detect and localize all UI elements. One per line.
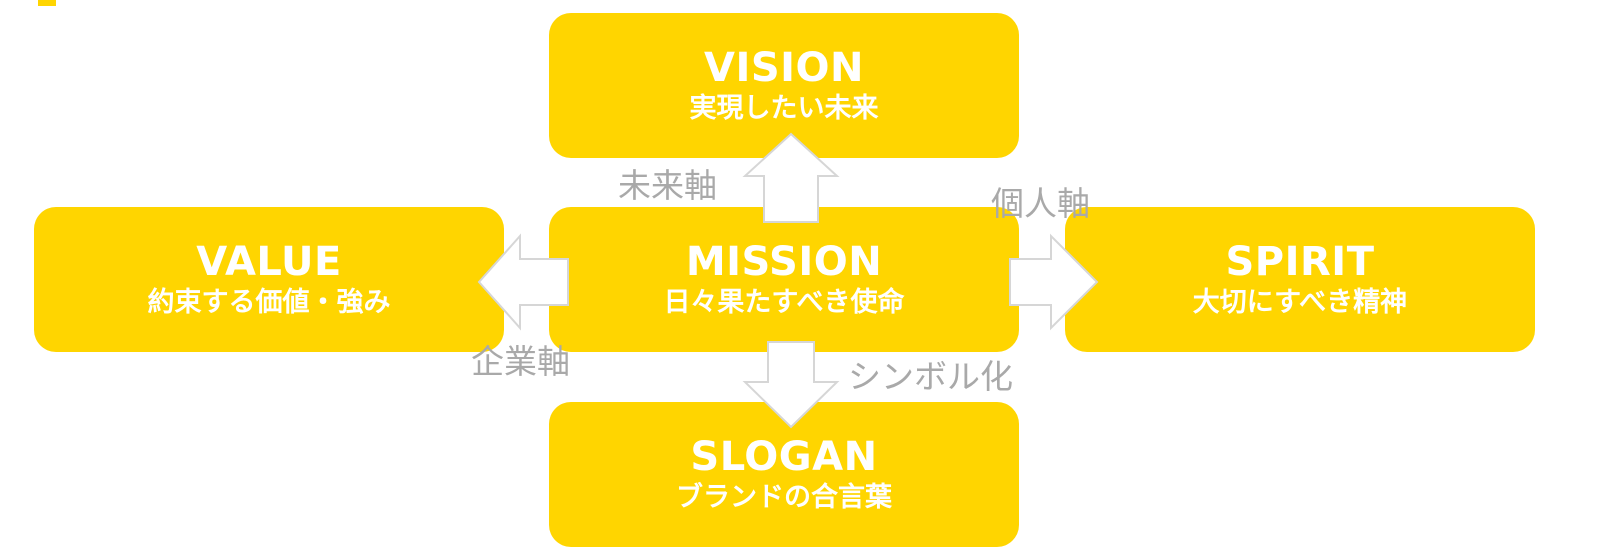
vision-box: VISION 実現したい未来 — [549, 13, 1019, 158]
slogan-box: SLOGAN ブランドの合言葉 — [549, 402, 1019, 547]
value-box: VALUE 約束する価値・強み — [34, 207, 504, 352]
corner-accent-mark — [38, 0, 56, 6]
mission-title: MISSION — [685, 238, 883, 285]
spirit-title: SPIRIT — [1225, 238, 1375, 285]
value-title: VALUE — [196, 238, 342, 285]
future-axis-label: 未来軸 — [618, 166, 717, 205]
slogan-subtitle: ブランドの合言葉 — [676, 481, 892, 513]
vision-title: VISION — [703, 44, 864, 91]
symbolize-axis-label: シンボル化 — [848, 357, 1013, 396]
value-subtitle: 約束する価値・強み — [147, 286, 391, 318]
mission-subtitle: 日々果たすべき使命 — [663, 286, 905, 318]
mission-box: MISSION 日々果たすべき使命 — [549, 207, 1019, 352]
vision-subtitle: 実現したい未来 — [689, 92, 879, 124]
corporate-axis-label: 企業軸 — [471, 342, 570, 381]
spirit-box: SPIRIT 大切にすべき精神 — [1065, 207, 1535, 352]
spirit-subtitle: 大切にすべき精神 — [1192, 286, 1408, 318]
slogan-title: SLOGAN — [690, 433, 878, 480]
personal-axis-label: 個人軸 — [991, 184, 1090, 223]
